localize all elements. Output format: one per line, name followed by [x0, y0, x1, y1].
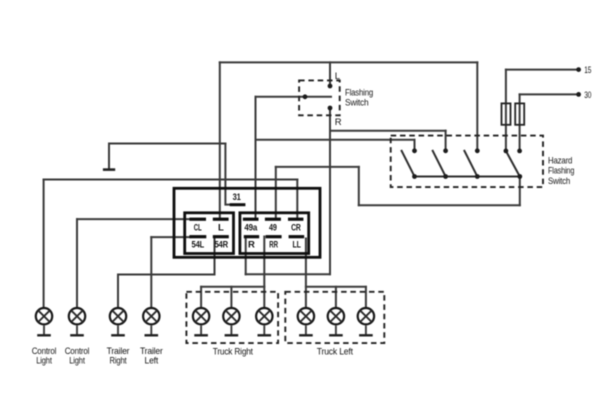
svg-text:Left: Left: [145, 356, 159, 366]
svg-text:30: 30: [584, 90, 591, 101]
svg-text:L: L: [218, 222, 224, 233]
svg-text:LL: LL: [293, 239, 301, 250]
svg-text:Truck Right: Truck Right: [213, 347, 254, 357]
svg-text:Switch: Switch: [548, 176, 570, 186]
svg-text:Switch: Switch: [345, 98, 369, 108]
svg-text:R: R: [248, 239, 255, 250]
svg-text:Right: Right: [110, 356, 128, 366]
svg-text:49a: 49a: [244, 222, 258, 233]
svg-text:49: 49: [269, 222, 277, 233]
svg-text:R: R: [335, 117, 342, 128]
svg-text:CR: CR: [291, 222, 301, 233]
svg-text:31: 31: [233, 192, 242, 203]
svg-text:15: 15: [584, 65, 591, 76]
svg-text:Hazard: Hazard: [548, 155, 572, 165]
svg-text:Light: Light: [69, 356, 85, 366]
svg-text:54L: 54L: [192, 239, 205, 250]
svg-text:Light: Light: [36, 356, 52, 366]
svg-text:Truck Left: Truck Left: [317, 347, 354, 357]
svg-text:L: L: [335, 71, 340, 82]
svg-text:CL: CL: [194, 222, 202, 233]
svg-text:54R: 54R: [214, 239, 228, 250]
svg-text:Control: Control: [65, 346, 90, 356]
svg-text:Flashing: Flashing: [548, 166, 574, 176]
svg-text:Control: Control: [32, 346, 57, 356]
svg-text:Trailer: Trailer: [140, 346, 163, 356]
svg-text:RR: RR: [269, 239, 278, 250]
svg-text:Flashing: Flashing: [345, 88, 373, 98]
svg-text:Trailer: Trailer: [107, 346, 130, 356]
